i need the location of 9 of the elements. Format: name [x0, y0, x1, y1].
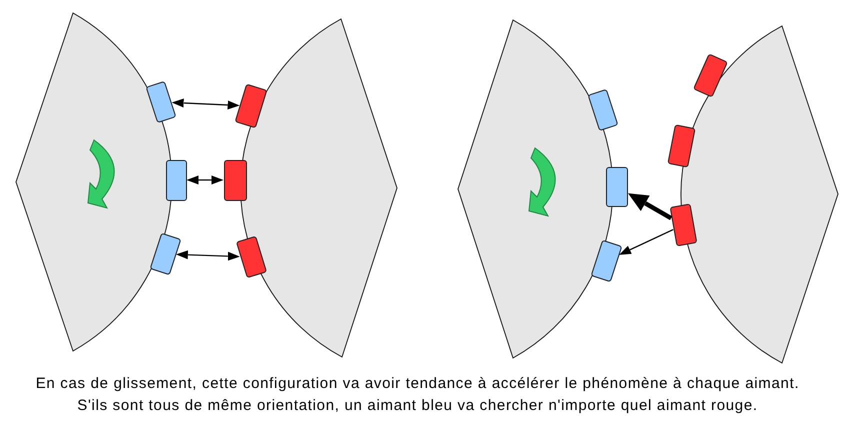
magnet — [606, 167, 628, 207]
arrow — [628, 193, 672, 220]
magnet — [224, 160, 246, 200]
caption: En cas de glissement, cette configuration va avoir tendance à accélérer le phénomène à chaque aimant. S'ils sont tous de même orientation, un aimant bleu va chercher n'importe quel aimant rouge. — [34, 374, 800, 416]
double-arrow — [172, 98, 240, 110]
magnet — [166, 160, 186, 200]
double-arrow — [186, 176, 224, 184]
double-arrow — [176, 250, 240, 261]
arrow — [619, 229, 674, 255]
